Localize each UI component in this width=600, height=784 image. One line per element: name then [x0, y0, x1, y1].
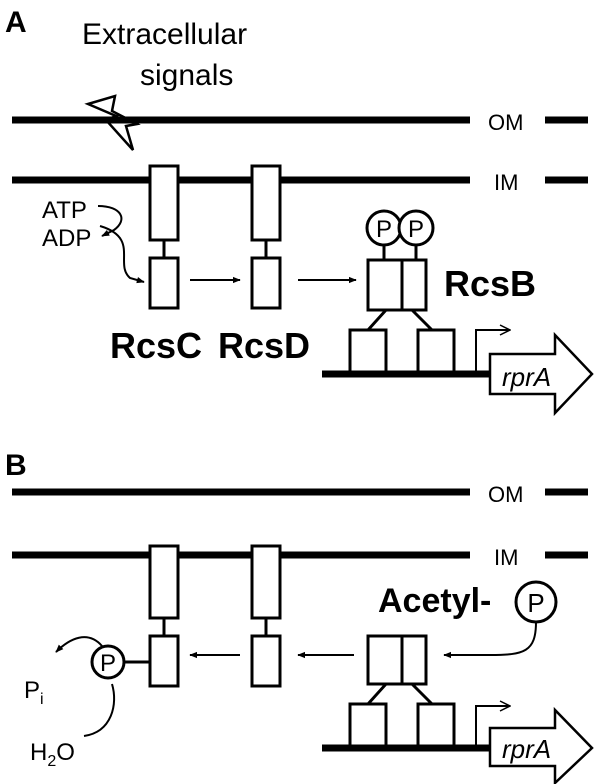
rcsd-label: RcsD: [218, 325, 310, 366]
acetyl-to-rcsb-arrow: [443, 621, 537, 659]
phosphate-label-1: P: [376, 216, 392, 243]
rcsd-transmembrane-domain: [250, 164, 282, 242]
om-label: OM: [488, 110, 523, 135]
rcsc-protein-b: [148, 544, 180, 688]
acetyl-label: Acetyl-: [378, 582, 491, 620]
extracellular-signals-label-line2: signals: [140, 59, 233, 92]
pi-release-arrow: [55, 636, 103, 653]
panel-a: A Extracellular signals OM IM ATP ADP: [5, 6, 594, 417]
panel-b: B OM IM P Pi H2O: [5, 449, 594, 784]
rcsb-label: RcsB: [444, 263, 536, 304]
panel-b-label: B: [5, 449, 27, 482]
transcription-start-arrow: [475, 330, 510, 374]
rcsb-dna-binding-left-b: [348, 702, 388, 750]
im-label-b: IM: [494, 545, 518, 570]
rcsc-protein: [148, 164, 180, 310]
rcsb-monomer-right: [400, 258, 428, 312]
rcsd-protein: [250, 164, 282, 310]
rcsc-phosphate-label-b: P: [100, 650, 116, 677]
rcsd-protein-b: [250, 544, 282, 688]
rcsb-dimer-b: [348, 634, 456, 750]
phosphate-label-2: P: [408, 216, 424, 243]
rcsb-monomer-left-b: [366, 634, 404, 686]
acetyl-phosphate-label: P: [527, 588, 544, 618]
h2o-label: H2O: [30, 739, 75, 770]
rcsd-cytoplasmic-domain: [250, 256, 282, 310]
rcsb-dimer: P P: [348, 209, 456, 376]
h2o-curve: [83, 683, 116, 737]
phosphate-to-rcsc-arrow: [99, 225, 145, 284]
phosphate-circle-2: [397, 209, 435, 247]
rcsb-leg-left: [366, 308, 388, 332]
rcsc-cytoplasmic-domain-b: [148, 634, 180, 688]
rprA-gene-label: rprA: [502, 362, 551, 392]
rcsc-label: RcsC: [110, 325, 202, 366]
atp-label: ATP: [42, 197, 87, 224]
rprA-gene-arrow: [488, 331, 594, 417]
transcription-start-arrow-b: [475, 706, 510, 748]
rcsb-monomer-right-b: [400, 634, 428, 686]
extracellular-signals-label-line1: Extracellular: [82, 18, 247, 51]
rcsb-dna-binding-right-b: [416, 702, 456, 750]
rprA-gene-arrow-b: [488, 706, 594, 784]
adp-label: ADP: [42, 225, 91, 252]
rcsd-transmembrane-domain-b: [250, 544, 282, 620]
rcsb-monomer-left: [366, 258, 404, 312]
rcsc-cytoplasmic-domain: [148, 256, 180, 310]
rcsb-leg-left-b: [366, 682, 388, 706]
rcsb-dna-binding-right: [416, 328, 456, 376]
rcsc-transmembrane-domain: [148, 164, 180, 242]
rcsd-cytoplasmic-domain-b: [250, 634, 282, 688]
rcsb-dna-binding-left: [348, 328, 388, 376]
om-label-b: OM: [488, 482, 523, 507]
im-label: IM: [494, 170, 518, 195]
rprA-gene-label-b: rprA: [502, 734, 551, 764]
rcsb-leg-right: [410, 308, 434, 332]
pi-label: Pi: [24, 677, 44, 708]
rcsb-leg-right-b: [410, 682, 434, 706]
rcsc-transmembrane-domain-b: [148, 544, 180, 620]
rcsc-phosphate-circle-b: [90, 644, 126, 680]
panel-a-label: A: [5, 6, 27, 39]
atp-to-adp-arrow: [97, 205, 123, 237]
